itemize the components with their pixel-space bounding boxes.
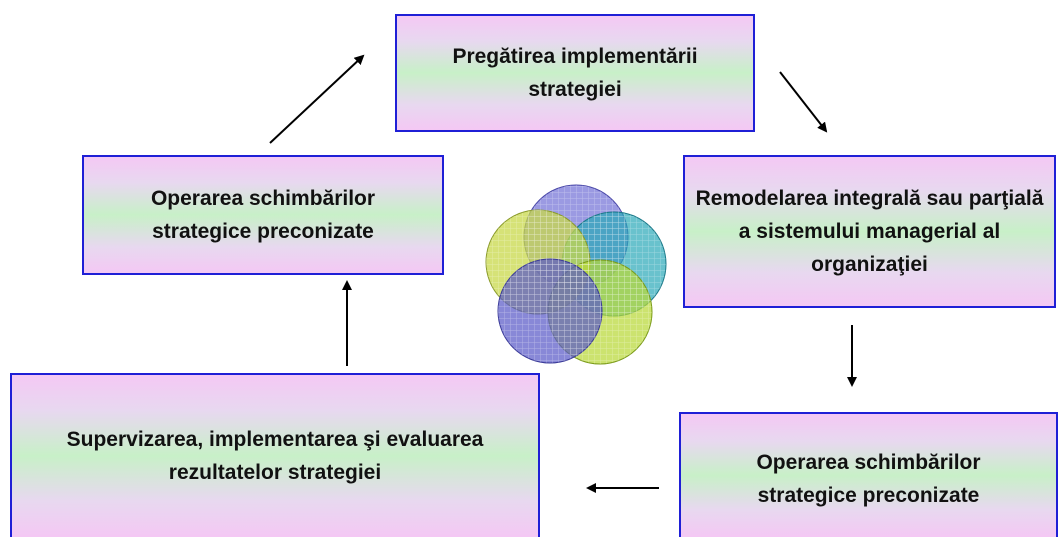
step-label-pregatire: Pregătirea implementării strategiei [452, 45, 698, 101]
step-label-remodelare: Remodelarea integrală sau parţială a sis… [695, 187, 1044, 276]
step-box-remodelare: Remodelarea integrală sau parţială a sis… [683, 155, 1056, 308]
arrow-pregatire-to-remodelare [779, 71, 828, 133]
arrow-operarea-to-pregatire [269, 54, 365, 144]
step-label-operarea-right: Operarea schimbărilor strategice preconi… [756, 450, 981, 507]
step-box-supervizare: Supervizarea, implementarea şi evaluarea… [10, 373, 540, 537]
step-label-operarea-left: Operarea schimbărilor strategice preconi… [150, 187, 376, 243]
step-box-pregatire: Pregătirea implementării strategiei [395, 14, 755, 132]
step-box-operarea-right: Operarea schimbărilor strategice preconi… [679, 412, 1058, 537]
circle-grid [486, 185, 666, 364]
step-label-supervizare: Supervizarea, implementarea şi evaluarea… [66, 428, 484, 484]
step-box-operarea-left: Operarea schimbărilor strategice preconi… [82, 155, 444, 275]
